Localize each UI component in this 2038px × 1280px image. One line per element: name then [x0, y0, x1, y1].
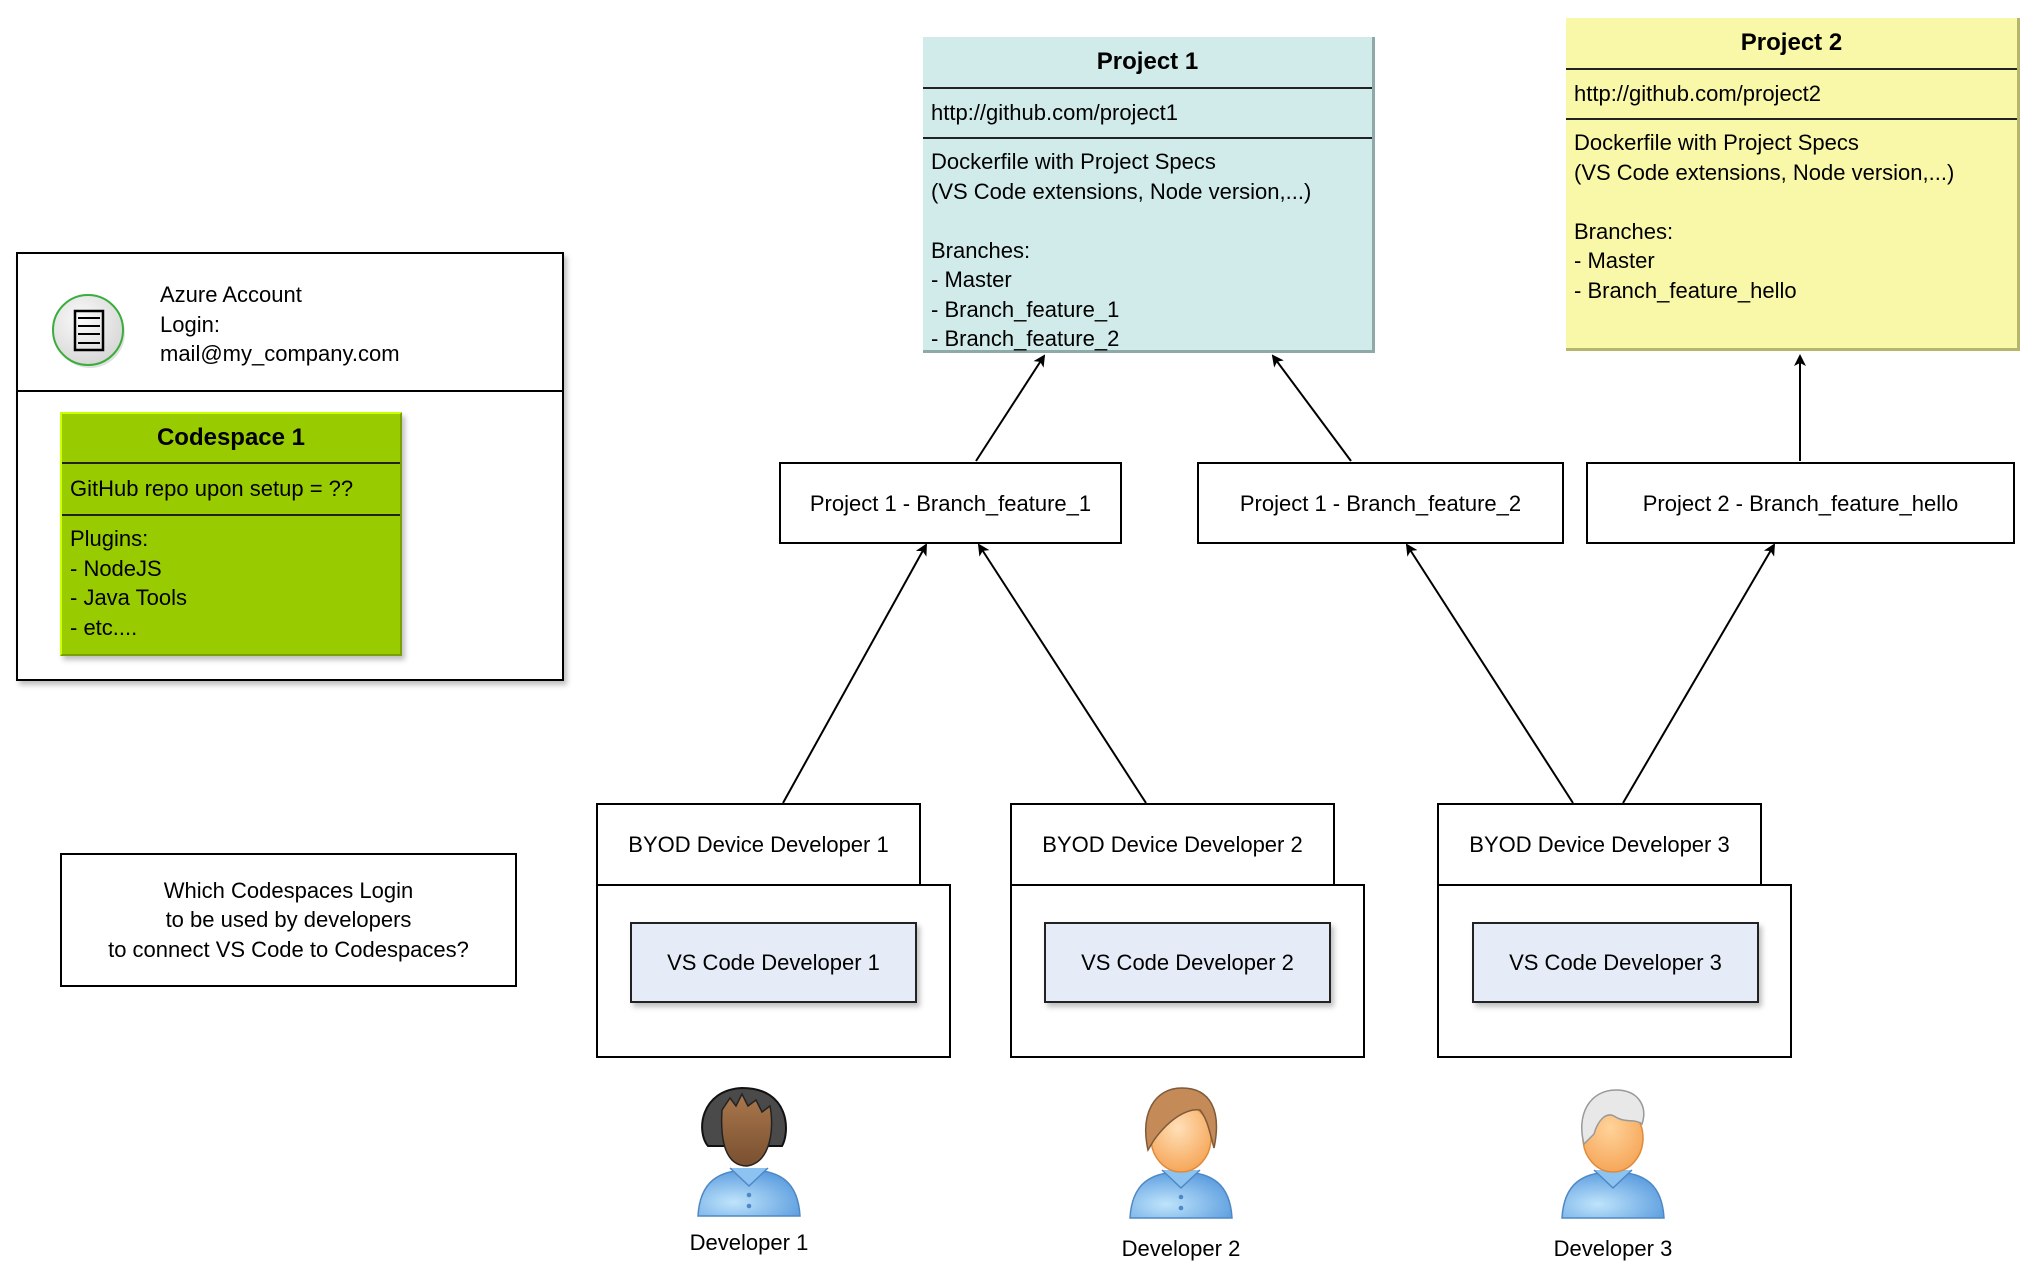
project-2-body: Dockerfile with Project Specs (VS Code e… — [1574, 130, 1955, 303]
device-label: BYOD Device Developer 3 — [1469, 832, 1730, 857]
device-1-tab[interactable]: BYOD Device Developer 1 — [596, 803, 921, 886]
developer-label: Developer 1 — [689, 1230, 809, 1255]
vscode-developer-3[interactable]: VS Code Developer 3 — [1472, 922, 1759, 1003]
project-1-box[interactable]: Project 1 http://github.com/project1 Doc… — [923, 37, 1375, 353]
developer-1[interactable]: Developer 1 — [686, 1082, 812, 1272]
azure-account-header: Azure Account Login: mail@my_company.com — [18, 254, 562, 392]
branch-label: Project 1 - Branch_feature_1 — [809, 490, 1092, 516]
codespace-box[interactable]: Codespace 1 GitHub repo upon setup = ?? … — [60, 412, 402, 656]
project-2-box[interactable]: Project 2 http://github.com/project2 Doc… — [1566, 18, 2020, 351]
developer-3[interactable]: Developer 3 — [1550, 1084, 1676, 1274]
branch-label: Project 2 - Branch_feature_hello — [1642, 490, 1959, 516]
vscode-developer-2[interactable]: VS Code Developer 2 — [1044, 922, 1331, 1003]
developer-brown-hair-icon — [1129, 1087, 1233, 1219]
azure-account-text: Azure Account Login: mail@my_company.com — [160, 282, 400, 366]
server-list-icon — [51, 293, 127, 369]
developer-2[interactable]: Developer 2 — [1118, 1084, 1244, 1274]
developer-label: Developer 3 — [1553, 1236, 1673, 1261]
device-label: BYOD Device Developer 1 — [628, 832, 889, 857]
question-note[interactable]: Which Codespaces Login to be used by dev… — [60, 853, 517, 987]
arrow-device3-to-branch2 — [1405, 543, 1574, 804]
vscode-label: VS Code Developer 1 — [667, 950, 880, 975]
question-note-text: Which Codespaces Login to be used by dev… — [108, 877, 469, 962]
codespace-title: Codespace 1 — [62, 414, 400, 464]
project-2-url[interactable]: http://github.com/project2 — [1566, 70, 2017, 120]
codespace-plugins: Plugins: - NodeJS - Java Tools - etc.... — [70, 526, 187, 640]
developer-gray-hair-icon — [1561, 1089, 1665, 1219]
arrow-device1-to-branch1 — [782, 543, 927, 804]
branch-box-2[interactable]: Project 1 - Branch_feature_2 — [1197, 462, 1564, 544]
branch-box-1[interactable]: Project 1 - Branch_feature_1 — [779, 462, 1122, 544]
developer-dark-hair-icon — [697, 1086, 801, 1217]
project-1-url[interactable]: http://github.com/project1 — [923, 89, 1372, 139]
project-1-title: Project 1 — [923, 37, 1372, 89]
branch-label: Project 1 - Branch_feature_2 — [1239, 490, 1522, 516]
codespace-repo: GitHub repo upon setup = ?? — [62, 464, 400, 516]
vscode-developer-1[interactable]: VS Code Developer 1 — [630, 922, 917, 1003]
project-2-title: Project 2 — [1566, 18, 2017, 70]
arrow-branch1-to-project1 — [975, 354, 1046, 462]
branch-box-3[interactable]: Project 2 - Branch_feature_hello — [1586, 462, 2015, 544]
arrow-device3-to-branch3 — [1622, 543, 1776, 804]
device-2-tab[interactable]: BYOD Device Developer 2 — [1010, 803, 1335, 886]
vscode-label: VS Code Developer 3 — [1509, 950, 1722, 975]
vscode-label: VS Code Developer 2 — [1081, 950, 1294, 975]
device-3-tab[interactable]: BYOD Device Developer 3 — [1437, 803, 1762, 886]
device-label: BYOD Device Developer 2 — [1042, 832, 1303, 857]
developer-label: Developer 2 — [1121, 1236, 1241, 1261]
arrow-branch2-to-project1 — [1271, 354, 1352, 462]
project-1-body: Dockerfile with Project Specs (VS Code e… — [931, 149, 1312, 351]
arrow-device2-to-branch1 — [977, 543, 1147, 804]
